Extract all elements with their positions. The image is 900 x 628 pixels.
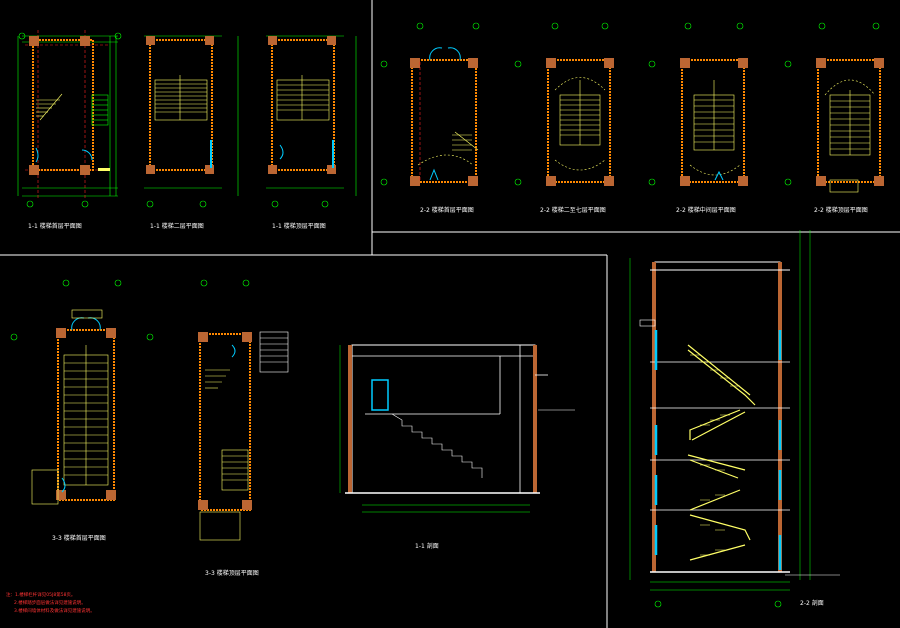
floor-plan-1c [266,35,357,208]
plan-group-1: 1-1 楼梯首层平面图 1-1 楼梯二层平面图 1-1 楼梯顶层平面图 [17,30,357,230]
panel-title-1a: 1-1 楼梯首层平面图 [28,222,82,230]
panel-title-section-1-1: 1-1 剖面 [415,542,439,550]
note-line-3: 3.楼梯间墙体材料及做法详见建施说明。 [14,607,95,614]
floor-plan-2b [514,22,614,186]
panel-title-2c: 2-2 楼梯中间层平面图 [676,206,736,214]
general-notes: 注：1.楼梯栏杆详见05J8第58页。 2.楼梯踏步面层做法详见建施说明。 3.… [6,591,95,614]
note-line-2: 2.楼梯踏步面层做法详见建施说明。 [14,599,86,606]
panel-title-2d: 2-2 楼梯顶层平面图 [814,206,868,214]
panel-title-1c: 1-1 楼梯顶层平面图 [272,222,326,230]
note-line-1: 注：1.楼梯栏杆详见05J8第58页。 [6,591,75,598]
section-2-2: 2-2 剖面 [629,230,840,608]
floor-plan-1a [17,30,122,208]
panel-title-section-2-2: 2-2 剖面 [800,599,824,607]
floor-plan-2c [648,22,748,186]
panel-title-2a: 2-2 楼梯首层平面图 [420,206,474,214]
section-1-1: 1-1 剖面 [339,344,575,550]
floor-plan-2a [380,22,480,186]
floor-plan-2d [784,22,884,193]
panel-title-3a: 3-3 楼梯首层平面图 [52,534,106,542]
floor-plan-3b [146,279,289,541]
floor-plan-3a [10,279,122,505]
panel-title-3b: 3-3 楼梯顶层平面图 [205,569,259,577]
plan-group-3: 3-3 楼梯首层平面图 3-3 楼梯顶层平面图 [10,279,289,577]
panel-title-2b: 2-2 楼梯二至七层平面图 [540,206,606,214]
floor-plan-1b [144,35,239,208]
plan-group-2: 2-2 楼梯首层平面图 2-2 楼梯二至七层平面图 2-2 楼梯中间层平面图 2… [380,22,884,214]
panel-title-1b: 1-1 楼梯二层平面图 [150,222,204,230]
